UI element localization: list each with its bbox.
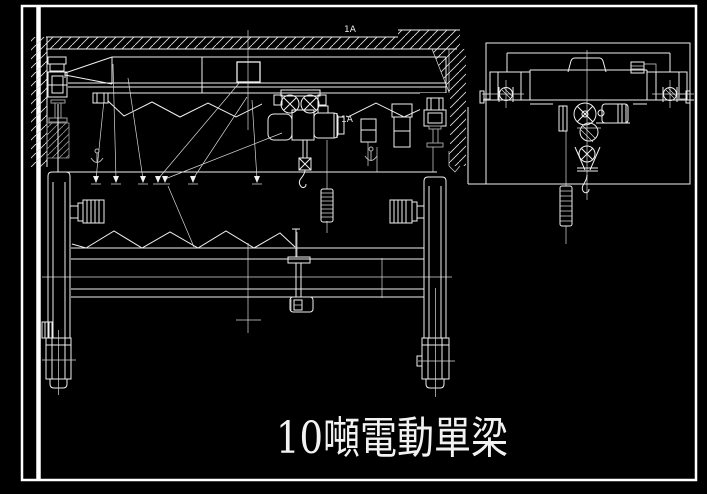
plan-view [41, 171, 455, 397]
runway-end-left [47, 56, 68, 172]
end-wheel-right [652, 80, 694, 108]
plan-girder [42, 247, 452, 298]
ceiling-hatch [46, 29, 460, 50]
anchor-symbol [90, 146, 378, 163]
section-mark [236, 61, 261, 83]
section-label-mid: 1A [341, 115, 354, 125]
trolley-wheel-right [300, 94, 320, 114]
end-carriage-left [41, 171, 105, 395]
section-label-top: 1A [344, 25, 357, 35]
hook-block [298, 157, 312, 188]
wheel-block-right [418, 288, 455, 397]
power-feed-bracket [360, 103, 434, 172]
elevation-view: 1A 1A [31, 25, 466, 248]
wall-hatch-left [31, 37, 70, 167]
end-wheel-left [479, 80, 524, 108]
pendant-control [320, 140, 334, 233]
trolley-wheel-left [280, 94, 300, 114]
end-view-hoist [553, 50, 633, 244]
wheel-block-left [42, 330, 76, 395]
leader-arrows [91, 63, 283, 248]
travel-motor-right [389, 199, 425, 224]
span-centerline [236, 243, 383, 333]
end-carriage-right [389, 176, 455, 397]
rail-section-right [426, 125, 444, 148]
end-view [467, 42, 694, 244]
hoist-motor [596, 103, 630, 124]
end-pendant-control [559, 131, 573, 244]
hoist-trolley [262, 89, 346, 233]
hoist-body [267, 105, 345, 141]
title-text: 10噸電動單梁 [276, 413, 508, 464]
runway-end-right [360, 93, 450, 172]
end-hook-block [574, 145, 601, 194]
plan-trolley [287, 232, 314, 313]
rope-drum [573, 102, 601, 143]
main-girder [64, 30, 447, 130]
collector-box [630, 61, 657, 74]
plan-festoon-cable [71, 230, 296, 249]
travel-motor-left [69, 199, 105, 224]
